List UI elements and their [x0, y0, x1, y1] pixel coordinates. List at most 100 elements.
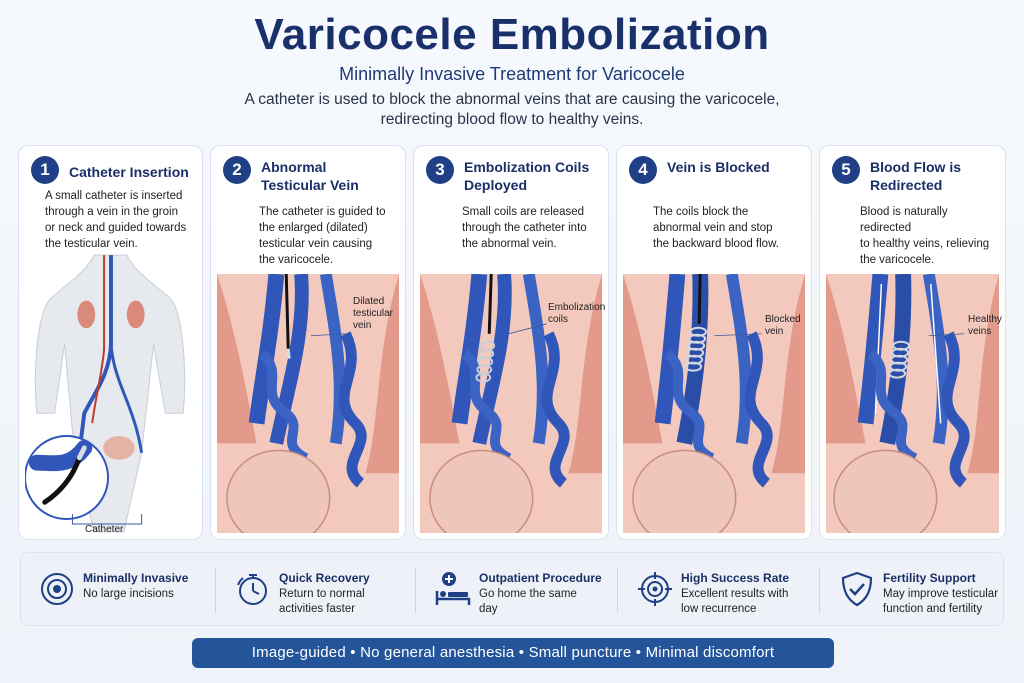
callout-text: Catheter: [85, 524, 124, 535]
catheter: [487, 274, 493, 334]
step-text: The catheter is guided to the enlarged (…: [259, 204, 395, 268]
dilated-vein: [319, 274, 346, 445]
step-title: Catheter Insertion: [69, 163, 196, 181]
deployed-coils: [684, 326, 708, 372]
feature-title: Fertility Support: [883, 571, 976, 585]
step-title: Abnormal Testicular Vein: [261, 158, 399, 194]
bladder: [103, 436, 135, 460]
catheter-zoom-circle: [25, 435, 110, 521]
artery: [91, 255, 106, 424]
dilated-vein: [269, 274, 309, 445]
step-callout: Embolization coils: [548, 302, 605, 326]
callout-text: Embolization: [548, 302, 606, 313]
step-panel-2: 2 Abnormal Testicular Vein The catheter …: [210, 145, 406, 540]
callout-line: [928, 333, 965, 337]
step-text-line: through the catheter into: [462, 222, 587, 234]
step-text-line: Blood is naturally redirected: [860, 206, 948, 234]
step-text: Blood is naturally redirected to healthy…: [860, 204, 995, 268]
step-title-line: Vein is Blocked: [667, 159, 770, 175]
kidney-left: [77, 300, 96, 329]
step-callout: Healthy veins: [968, 314, 1002, 338]
feature-text-line: activities faster: [279, 603, 356, 615]
blocked-vein-illustration: [623, 274, 805, 533]
feature-divider: [617, 567, 618, 613]
flow-svg: [826, 274, 999, 533]
vein-plexus: [867, 349, 918, 463]
step-text: Small coils are released through the cat…: [462, 204, 598, 252]
vein-illustration: [217, 274, 399, 533]
vein: [725, 274, 752, 445]
feature-divider: [215, 567, 216, 613]
feature-title: Minimally Invasive: [83, 571, 189, 585]
vein-plexus: [541, 331, 570, 488]
step-title-line: Abnormal: [261, 159, 327, 175]
step-callout: Catheter: [85, 524, 123, 536]
callout-text: vein: [353, 320, 372, 331]
description-line: redirecting blood flow to healthy veins.: [380, 111, 644, 128]
feature-quick-recovery: Quick Recovery Return to normal activiti…: [221, 553, 415, 627]
feature-text-line: Go home the same: [479, 588, 577, 600]
target-icon: [41, 573, 73, 605]
torso-silhouette: [34, 254, 186, 533]
step-text-line: to healthy veins, relieving: [860, 238, 990, 250]
feature-divider: [819, 567, 820, 613]
embolization-coils: [475, 340, 496, 383]
vein-svg: [217, 274, 399, 533]
hospital-bed-icon: [435, 572, 471, 605]
crosshair-icon: [638, 572, 672, 606]
step-text-line: through a vein in the groin: [45, 206, 178, 218]
feature-text-line: day: [479, 603, 498, 615]
feature-text: Return to normal activities faster: [279, 587, 419, 617]
redirected-flow-illustration: [826, 274, 999, 533]
blocked-svg: [623, 274, 805, 533]
testis: [632, 449, 737, 533]
vein-plexus: [941, 331, 970, 488]
step-panel-5: 5 Blood Flow is Redirected Blood is natu…: [819, 145, 1006, 540]
page-description: A catheter is used to block the abnormal…: [0, 90, 1024, 130]
callout-text: Healthy: [968, 314, 1002, 325]
coil-plug: [888, 340, 911, 379]
vein-plexus: [338, 331, 367, 488]
testis: [833, 449, 938, 533]
testis: [429, 449, 534, 533]
feature-minimally-invasive: Minimally Invasive No large incisions: [25, 553, 215, 627]
step-text-line: abnormal vein and stop: [653, 222, 773, 234]
callout-text: Dilated: [353, 296, 385, 307]
step-text-line: Small coils are released: [462, 206, 585, 218]
callout-line: [310, 333, 346, 337]
tissue-layer: [967, 274, 999, 474]
coil-illustration: [420, 274, 602, 533]
step-text-line: The catheter is guided to: [259, 206, 386, 218]
step-text-line: A small catheter is inserted: [45, 190, 183, 202]
feature-text-line: function and fertility: [883, 603, 983, 615]
tissue-layer: [826, 274, 866, 444]
step-title: Blood Flow is Redirected: [870, 158, 999, 194]
vein-plexus: [664, 349, 715, 463]
tissue-layer: [771, 274, 805, 474]
catheter: [697, 274, 702, 324]
tissue-layer: [217, 274, 257, 444]
step-text-line: the abnormal vein.: [462, 238, 557, 250]
page-subtitle: Minimally Invasive Treatment for Varicoc…: [339, 64, 685, 84]
tissue-layer: [623, 274, 663, 444]
step-title-line: Testicular Vein: [261, 177, 359, 193]
vein: [472, 274, 512, 445]
tissue-layer: [568, 274, 602, 474]
benefits-banner: Image-guided • No general anesthesia • S…: [192, 638, 834, 668]
feature-text: No large incisions: [83, 587, 223, 602]
feature-outpatient-procedure: Outpatient Procedure Go home the same da…: [421, 553, 617, 627]
callout-line: [501, 323, 547, 337]
feature-text: May improve testicular function and fert…: [883, 587, 1003, 617]
body-illustration: [25, 254, 196, 533]
vein-plexus: [258, 349, 309, 463]
callout-text: veins: [968, 326, 992, 337]
catheter: [284, 274, 290, 349]
step-text: The coils block the abnormal vein and st…: [653, 204, 801, 252]
feature-high-success-rate: High Success Rate Excellent results with…: [623, 553, 819, 627]
feature-text-line: May improve testicular: [883, 588, 999, 600]
vein-branch: [109, 343, 144, 454]
feature-text: Excellent results with low recurrence: [681, 587, 821, 617]
vein-plexus: [461, 349, 512, 463]
flow-arrow: [930, 283, 942, 424]
step-title-line: Embolization Coils: [464, 159, 590, 175]
